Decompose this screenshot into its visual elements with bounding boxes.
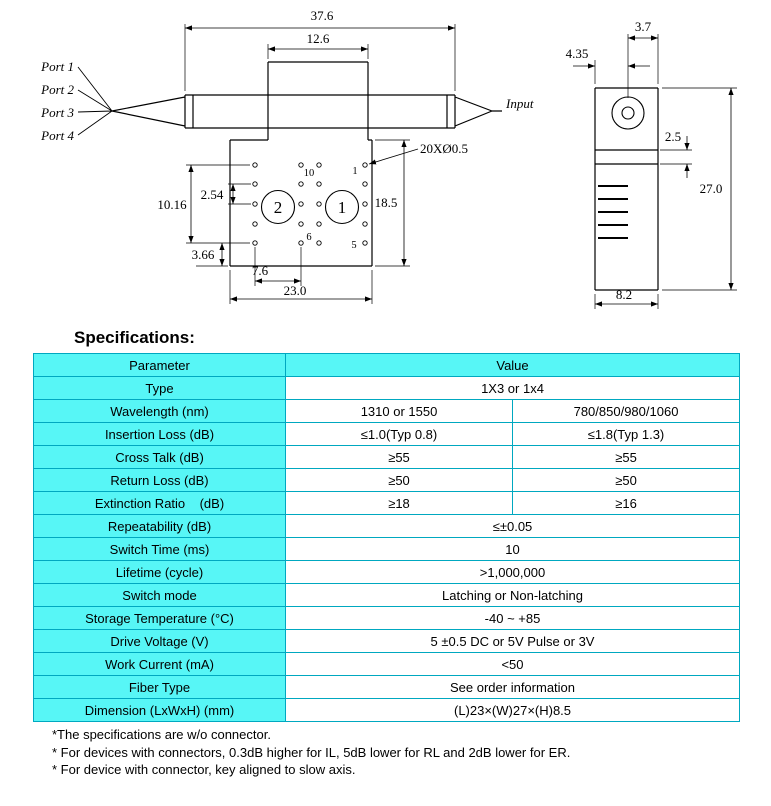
param-cell: Storage Temperature (°C) (33, 606, 286, 630)
value-cell: ≤±0.05 (284, 514, 741, 538)
specifications-table: Parameter Value Type 1X3 or 1x4 Waveleng… (33, 353, 741, 722)
tube-outline-path (111, 94, 502, 129)
value-cell: ≤1.8(Typ 1.3) (511, 422, 741, 446)
pin-number-1: 1 (352, 166, 357, 177)
table-header-row: Parameter Value (33, 353, 741, 377)
pin-number-5: 5 (351, 240, 356, 251)
param-cell: Return Loss (dB) (33, 468, 286, 492)
footnote-line: *The specifications are w/o connector. (52, 727, 271, 742)
dim-lens-offset-left: 4.35 (566, 46, 589, 61)
value-cell: >1,000,000 (284, 560, 741, 584)
header-value-cell: Value (284, 353, 741, 377)
footnote-line: * For device with connector, key aligned… (52, 762, 356, 777)
port-2-label: Port 2 (40, 82, 74, 97)
param-cell: Cross Talk (dB) (33, 445, 286, 469)
param-cell: Work Current (mA) (33, 652, 286, 676)
dim-overall-length: 37.6 (311, 8, 334, 23)
value-cell: 5 ±0.5 DC or 5V Pulse or 3V (284, 629, 741, 653)
table-row: Repeatability (dB) ≤±0.05 (33, 514, 741, 538)
dim-pin-row-span: 10.16 (157, 197, 187, 212)
table-row: Switch Time (ms) 10 (33, 537, 741, 561)
table-row: Type 1X3 or 1x4 (33, 376, 741, 400)
upper-body-path (267, 61, 369, 140)
side-pins (598, 185, 628, 239)
param-cell: Switch mode (33, 583, 286, 607)
footnotes: *The specifications are w/o connector. *… (52, 726, 771, 779)
header-parameter-cell: Parameter (33, 353, 286, 377)
dim-step: 2.5 (665, 129, 681, 144)
param-cell: Type (33, 376, 286, 400)
table-row: Work Current (mA) <50 (33, 652, 741, 676)
dim-depth: 8.2 (616, 287, 632, 302)
pin-number-6: 6 (306, 232, 311, 243)
table-row: Storage Temperature (°C) -40 ~ +85 (33, 606, 741, 630)
dim-pin-pitch: 2.54 (201, 187, 224, 202)
value-cell: 10 (284, 537, 741, 561)
value-cell: ≥55 (511, 445, 741, 469)
table-row: Drive Voltage (V) 5 ±0.5 DC or 5V Pulse … (33, 629, 741, 653)
dim-top-width: 12.6 (307, 31, 330, 46)
value-cell: See order information (284, 675, 741, 699)
dim-holes-note: 20XØ0.5 (420, 141, 468, 156)
side-dimension-lines (573, 34, 737, 309)
port-3-label: Port 3 (40, 105, 74, 120)
param-cell: Insertion Loss (dB) (33, 422, 286, 446)
dim-pin-col-span: 7.6 (252, 263, 269, 278)
dim-body-width: 23.0 (284, 283, 307, 298)
param-cell: Switch Time (ms) (33, 537, 286, 561)
value-cell: 780/850/980/1060 (511, 399, 741, 423)
table-row: Wavelength (nm) 1310 or 1550 780/850/980… (33, 399, 741, 423)
table-row: Insertion Loss (dB) ≤1.0(Typ 0.8) ≤1.8(T… (33, 422, 741, 446)
value-cell: 1X3 or 1x4 (284, 376, 741, 400)
value-cell: ≥16 (511, 491, 741, 515)
param-cell: Fiber Type (33, 675, 286, 699)
specifications-heading: Specifications: (74, 328, 195, 347)
value-cell: ≥50 (511, 468, 741, 492)
rotor-circles (260, 189, 360, 225)
port-1-label: Port 1 (40, 59, 74, 74)
side-view: 3.7 4.35 2.5 27.0 8.2 (566, 19, 737, 309)
table-row: Return Loss (dB) ≥50 ≥50 (33, 468, 741, 492)
dim-lens-offset-right: 3.7 (635, 19, 652, 34)
front-view: Port 1 Port 2 Port 3 Port 4 Input 2 1 10… (40, 8, 534, 304)
port-4-label: Port 4 (40, 128, 74, 143)
rotor-left-label: 2 (274, 198, 283, 217)
value-cell: 1310 or 1550 (285, 399, 513, 423)
dim-height: 27.0 (700, 181, 723, 196)
table-row: Dimension (LxWxH) (mm) (L)23×(W)27×(H)8.… (33, 698, 741, 722)
param-cell: Extinction Ratio (dB) (33, 491, 286, 515)
collimator-circle (611, 96, 645, 130)
value-cell: Latching or Non-latching (284, 583, 741, 607)
technical-drawing: Port 1 Port 2 Port 3 Port 4 Input 2 1 10… (40, 8, 737, 309)
footnote-line: * For devices with connectors, 0.3dB hig… (52, 744, 571, 760)
dim-body-height: 18.5 (375, 195, 398, 210)
value-cell: ≥50 (285, 468, 513, 492)
rotor-right-label: 1 (338, 198, 347, 217)
value-cell: (L)23×(W)27×(H)8.5 (284, 698, 741, 722)
table-row: Extinction Ratio (dB) ≥18 ≥16 (33, 491, 741, 515)
table-row: Fiber Type See order information (33, 675, 741, 699)
pin-holes (252, 162, 368, 246)
dim-pin-bottom-offset: 3.66 (192, 247, 215, 262)
table-row: Switch mode Latching or Non-latching (33, 583, 741, 607)
value-cell: ≥18 (285, 491, 513, 515)
value-cell: -40 ~ +85 (284, 606, 741, 630)
value-cell: ≤1.0(Typ 0.8) (285, 422, 513, 446)
param-cell: Drive Voltage (V) (33, 629, 286, 653)
param-cell: Lifetime (cycle) (33, 560, 286, 584)
front-dimension-lines (184, 24, 456, 304)
lower-block-path (229, 139, 373, 267)
param-cell: Dimension (LxWxH) (mm) (33, 698, 286, 722)
input-label: Input (505, 96, 534, 111)
port-fan-lines (77, 66, 113, 136)
pin-number-10: 10 (304, 168, 315, 179)
param-cell: Wavelength (nm) (33, 399, 286, 423)
side-body-path (594, 87, 659, 291)
table-row: Cross Talk (dB) ≥55 ≥55 (33, 445, 741, 469)
param-cell: Repeatability (dB) (33, 514, 286, 538)
value-cell: ≥55 (285, 445, 513, 469)
table-row: Lifetime (cycle) >1,000,000 (33, 560, 741, 584)
value-cell: <50 (284, 652, 741, 676)
